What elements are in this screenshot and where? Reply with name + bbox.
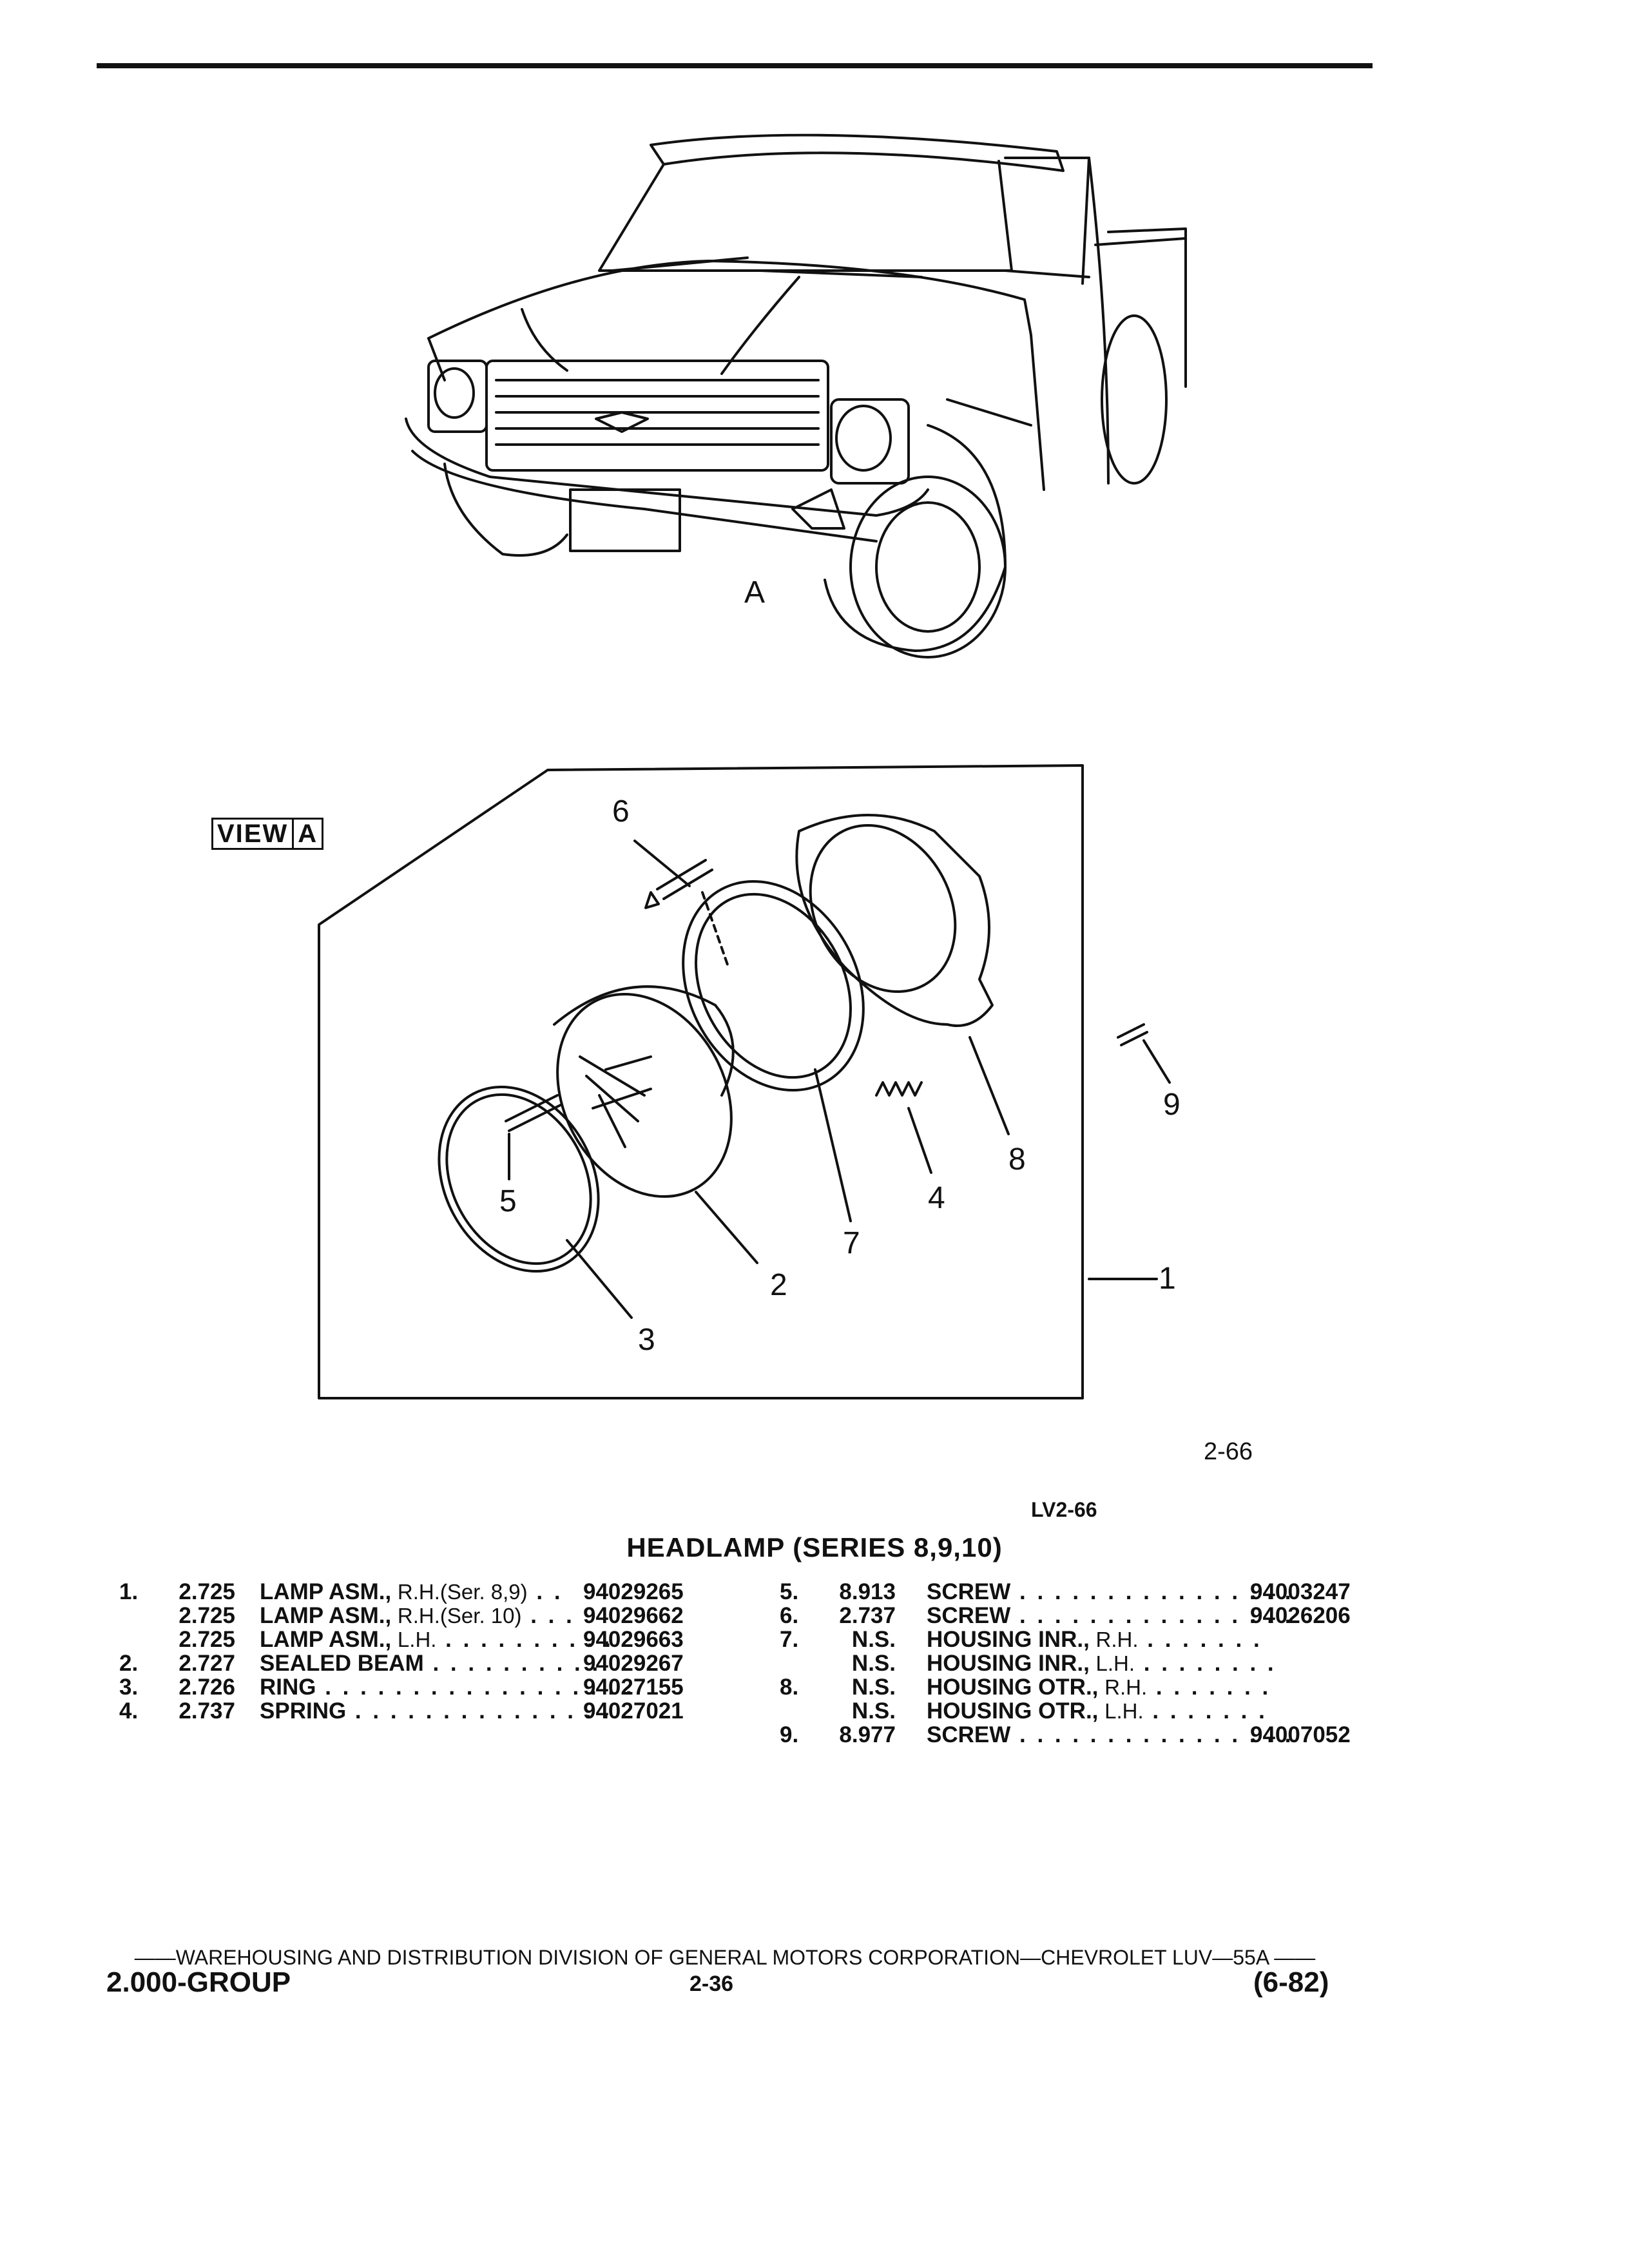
- group-number: 2.725: [178, 1603, 235, 1628]
- parts-list-left: 1. 2.725 LAMP ASM., R.H.(Ser. 8,9) . . 9…: [119, 1580, 764, 1723]
- item-number: 8.: [780, 1675, 799, 1700]
- part-name: LAMP ASM., L.H. . . . . . . . . . .: [260, 1627, 613, 1652]
- group-number: 2.737: [178, 1698, 235, 1724]
- group-number: 2.727: [178, 1651, 235, 1676]
- part-number: 94027021: [583, 1698, 684, 1724]
- group-number: N.S.: [851, 1675, 896, 1700]
- footer-division-line: ——WAREHOUSING AND DISTRIBUTION DIVISION …: [134, 1946, 1316, 1969]
- part-number: 94029265: [583, 1579, 684, 1604]
- part-number: 94007052: [1250, 1722, 1351, 1747]
- parts-row: 2.725 LAMP ASM., R.H.(Ser. 10) . . . 940…: [119, 1604, 764, 1628]
- item-number: 6.: [780, 1603, 799, 1628]
- callout-8: 8: [1008, 1142, 1026, 1177]
- item-number: 4.: [119, 1698, 139, 1724]
- part-name: LAMP ASM., R.H.(Ser. 10) . . .: [260, 1603, 575, 1628]
- footer-group: 2.000-GROUP: [106, 1966, 291, 1998]
- part-name: RING . . . . . . . . . . . . . . . . . .: [260, 1675, 635, 1700]
- item-number: 2.: [119, 1651, 139, 1676]
- part-name: SCREW . . . . . . . . . . . . . . . .: [927, 1603, 1294, 1628]
- parts-row: 7. N.S. HOUSING INR., R.H. . . . . . . .: [780, 1628, 1424, 1651]
- group-number: N.S.: [851, 1651, 896, 1676]
- part-number: 94026206: [1250, 1603, 1351, 1628]
- part-name: HOUSING INR., R.H. . . . . . . .: [927, 1627, 1262, 1652]
- callout-2: 2: [770, 1268, 787, 1302]
- footer-date: (6-82): [1253, 1966, 1329, 1998]
- part-number: 94029267: [583, 1651, 684, 1676]
- callout-3: 3: [638, 1323, 655, 1357]
- parts-row: 9. 8.977 SCREW . . . . . . . . . . . . .…: [780, 1723, 1424, 1747]
- callout-9: 9: [1163, 1088, 1181, 1122]
- parts-row: N.S. HOUSING INR., L.H. . . . . . . . .: [780, 1651, 1424, 1675]
- part-name: HOUSING OTR., L.H. . . . . . . .: [927, 1698, 1268, 1724]
- part-name: LAMP ASM., R.H.(Ser. 8,9) . .: [260, 1579, 563, 1604]
- group-number: 2.725: [178, 1579, 235, 1604]
- figure-code: LV2-66: [1031, 1498, 1097, 1521]
- view-marker: A: [744, 575, 765, 610]
- group-number: N.S.: [851, 1627, 896, 1652]
- part-number: 94003247: [1250, 1579, 1351, 1604]
- parts-row: 8. N.S. HOUSING OTR., R.H. . . . . . . .: [780, 1675, 1424, 1699]
- parts-row: 1. 2.725 LAMP ASM., R.H.(Ser. 8,9) . . 9…: [119, 1580, 764, 1604]
- part-name: SEALED BEAM . . . . . . . . . .: [260, 1651, 601, 1676]
- item-number: 5.: [780, 1579, 799, 1604]
- footer-page-number: 2-36: [689, 1972, 734, 1996]
- group-number: 8.913: [839, 1579, 896, 1604]
- part-name: HOUSING OTR., R.H. . . . . . . .: [927, 1675, 1271, 1700]
- group-number: 8.977: [839, 1722, 896, 1747]
- parts-row: 2.725 LAMP ASM., L.H. . . . . . . . . . …: [119, 1628, 764, 1651]
- parts-row: 6. 2.737 SCREW . . . . . . . . . . . . .…: [780, 1604, 1424, 1628]
- part-number: 94029663: [583, 1627, 684, 1652]
- part-name: SPRING . . . . . . . . . . . . . . . .: [260, 1698, 630, 1724]
- item-number: 9.: [780, 1722, 799, 1747]
- parts-list-title: HEADLAMP (SERIES 8,9,10): [626, 1532, 1003, 1562]
- parts-row: 3. 2.726 RING . . . . . . . . . . . . . …: [119, 1675, 764, 1699]
- group-number: 2.737: [839, 1603, 896, 1628]
- item-number: 7.: [780, 1627, 799, 1652]
- exploded-view-illustration: A 1 2 3 4 5 6 7 8 9 2-66: [318, 133, 1253, 1465]
- group-number: N.S.: [851, 1698, 896, 1724]
- parts-row: 5. 8.913 SCREW . . . . . . . . . . . . .…: [780, 1580, 1424, 1604]
- view-a-frame: [318, 764, 1084, 1399]
- part-number: 94029662: [583, 1603, 684, 1628]
- parts-row: N.S. HOUSING OTR., L.H. . . . . . . .: [780, 1699, 1424, 1723]
- part-name: HOUSING INR., L.H. . . . . . . . .: [927, 1651, 1277, 1676]
- callout-5: 5: [499, 1184, 517, 1218]
- part-number: 94027155: [583, 1675, 684, 1700]
- parts-row: 4. 2.737 SPRING . . . . . . . . . . . . …: [119, 1699, 764, 1723]
- callout-6: 6: [612, 794, 630, 829]
- item-number: 1.: [119, 1579, 139, 1604]
- callout-7: 7: [843, 1226, 860, 1260]
- callout-4: 4: [928, 1181, 945, 1215]
- figure-number: 2-66: [1204, 1438, 1253, 1465]
- parts-row: 2. 2.727 SEALED BEAM . . . . . . . . . .…: [119, 1651, 764, 1675]
- group-number: 2.725: [178, 1627, 235, 1652]
- item-number: 3.: [119, 1675, 139, 1700]
- callout-1: 1: [1159, 1262, 1176, 1296]
- parts-list-right: 5. 8.913 SCREW . . . . . . . . . . . . .…: [780, 1580, 1424, 1747]
- part-name: SCREW . . . . . . . . . . . . . . . .: [927, 1722, 1294, 1747]
- top-rule: [97, 63, 1373, 68]
- truck-drawing: [405, 133, 1187, 658]
- group-number: 2.726: [178, 1675, 235, 1700]
- part-name: SCREW . . . . . . . . . . . . . . . .: [927, 1579, 1294, 1604]
